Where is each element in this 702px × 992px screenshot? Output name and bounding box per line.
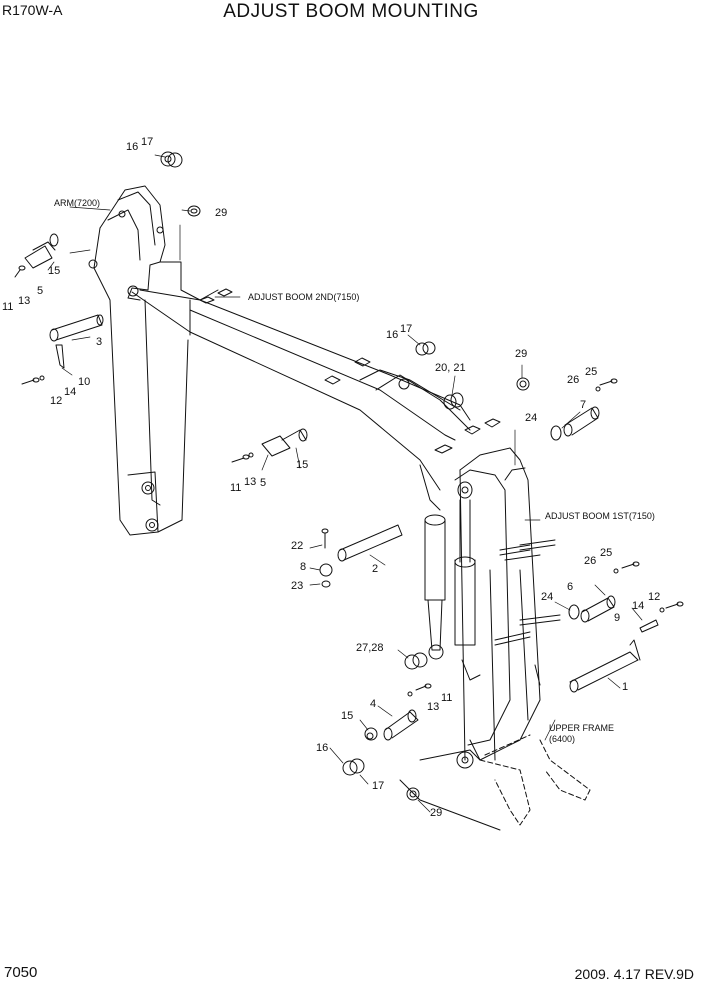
callout-10: 10 xyxy=(78,376,90,388)
callout-2: 2 xyxy=(372,563,378,575)
boom-2nd-outline xyxy=(127,285,501,511)
callout-1: 1 xyxy=(622,681,628,693)
callout-13: 13 xyxy=(244,476,256,488)
callout-17: 17 xyxy=(141,136,153,148)
callout-24: 24 xyxy=(525,412,537,424)
callout-17: 17 xyxy=(372,780,384,792)
arm-outline xyxy=(88,185,201,536)
callout-6: 6 xyxy=(567,581,573,593)
model-code: R170W-A xyxy=(2,2,63,18)
callout-16: 16 xyxy=(316,742,328,754)
pin-2 xyxy=(337,524,403,562)
frame-edge xyxy=(399,779,501,831)
callout-29: 29 xyxy=(430,807,442,819)
callout-8: 8 xyxy=(300,561,306,573)
callout-13: 13 xyxy=(18,295,30,307)
callout-12: 12 xyxy=(648,591,660,603)
callout-14: 14 xyxy=(632,600,644,612)
callout-5: 5 xyxy=(260,477,266,489)
page-title: ADJUST BOOM MOUNTING xyxy=(223,1,479,22)
callout-26: 26 xyxy=(567,374,579,386)
callout-13: 13 xyxy=(427,701,439,713)
callout-4: 4 xyxy=(370,698,376,710)
callout-15: 15 xyxy=(296,459,308,471)
pin-6 xyxy=(580,595,616,623)
callout-12: 12 xyxy=(50,395,62,407)
callout-7: 7 xyxy=(580,399,586,411)
callout-22: 22 xyxy=(291,540,303,552)
callout-11: 11 xyxy=(230,482,241,494)
label-boom-2nd: ADJUST BOOM 2ND(7150) xyxy=(248,292,359,302)
label-arm: ARM(7200) xyxy=(54,198,100,208)
callout-15: 15 xyxy=(48,265,60,277)
bolts xyxy=(14,265,684,697)
callout-29: 29 xyxy=(515,348,527,360)
pin-4 xyxy=(383,709,419,741)
callout-11: 11 xyxy=(2,301,13,313)
callout-9: 9 xyxy=(614,612,620,624)
callout-15: 15 xyxy=(341,710,353,722)
callout-25: 25 xyxy=(585,366,597,378)
label-upper-frame: UPPER FRAME xyxy=(549,723,614,733)
page-number: 7050 xyxy=(4,964,38,981)
upper-frame-outline xyxy=(479,734,591,826)
callout-16: 16 xyxy=(126,141,138,153)
revision-date: 2009. 4.17 REV.9D xyxy=(574,966,694,982)
callout-14: 14 xyxy=(64,386,76,398)
callout-29: 29 xyxy=(215,207,227,219)
callout-5: 5 xyxy=(37,285,43,297)
callout-20-21: 20, 21 xyxy=(435,362,466,374)
label-boom-1st: ADJUST BOOM 1ST(7150) xyxy=(545,511,655,521)
callout-24: 24 xyxy=(541,591,553,603)
pin-1 xyxy=(569,639,641,693)
callout-23: 23 xyxy=(291,580,303,592)
callout-16: 16 xyxy=(386,329,398,341)
washers xyxy=(160,151,580,801)
callout-17: 17 xyxy=(400,323,412,335)
boom-1st-outline xyxy=(454,447,561,769)
callout-27-28: 27,28 xyxy=(356,642,384,654)
label-upper-frame-ref: (6400) xyxy=(549,734,575,744)
callout-26: 26 xyxy=(584,555,596,567)
callout-numbers: 16 17 29 15 11 13 5 3 10 14 12 16 17 20,… xyxy=(2,136,660,819)
pin-3 xyxy=(49,314,104,342)
pin-arm-top xyxy=(24,233,59,269)
cylinder xyxy=(424,481,476,660)
callout-3: 3 xyxy=(96,336,102,348)
callout-25: 25 xyxy=(600,547,612,559)
callout-11: 11 xyxy=(441,692,452,704)
pin-boom2 xyxy=(261,428,308,457)
pin-7 xyxy=(563,406,600,437)
leader-lines xyxy=(47,154,643,813)
